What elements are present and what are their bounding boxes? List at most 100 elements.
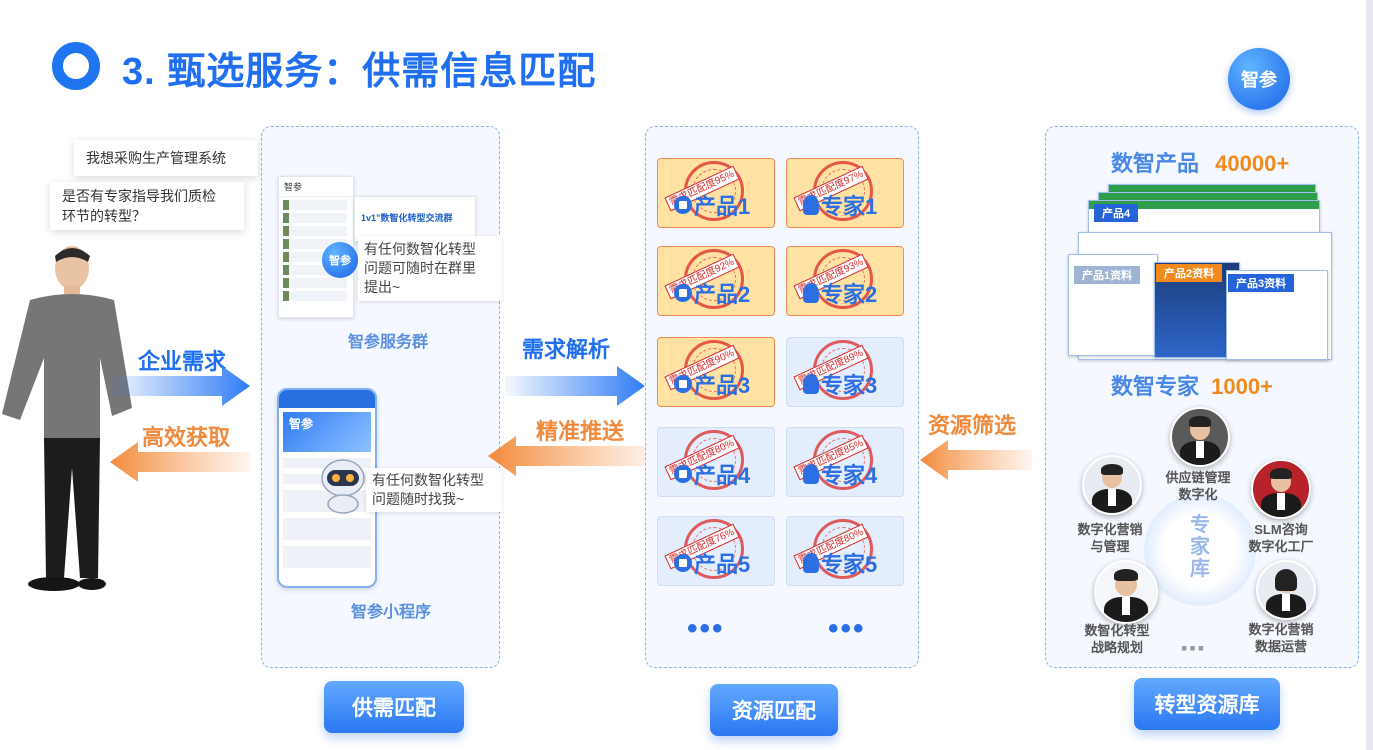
product-card-label: 产品4 bbox=[674, 458, 750, 490]
product-card-label: 产品2 bbox=[674, 277, 750, 309]
title-ring-icon bbox=[52, 42, 100, 90]
doc-tag: 产品4 bbox=[1094, 204, 1139, 222]
transformation-library-button[interactable]: 转型资源库 bbox=[1134, 678, 1280, 730]
expert-label-line: 数字化营销 bbox=[1248, 622, 1314, 637]
arrow-label-parse: 需求解析 bbox=[522, 337, 611, 362]
supply-demand-match-button[interactable]: 供需匹配 bbox=[324, 681, 464, 733]
expert-card-label: 专家4 bbox=[803, 458, 877, 490]
expert-label-line: 数据运营 bbox=[1254, 639, 1307, 654]
bubble-line: 环节的转型？ bbox=[62, 208, 146, 224]
bubble-line: 有任何数智化转型 bbox=[364, 241, 476, 257]
expert-card-title: 专家2 bbox=[821, 282, 878, 307]
expert-avatar bbox=[1082, 455, 1142, 515]
doc-tag: 产品2资料 bbox=[1156, 264, 1223, 282]
person-hair bbox=[55, 248, 90, 262]
products-more-dots: ••• bbox=[687, 612, 725, 645]
group-bubble: 有任何数智化转型 问题可随时在群里 提出~ bbox=[358, 236, 502, 301]
chat-row bbox=[283, 213, 347, 223]
expert-avatar bbox=[1094, 560, 1158, 624]
chat-banner-text: 1v1”数智化转型交流群 bbox=[361, 213, 453, 223]
expert-label: 数字化营销数据运营 bbox=[1231, 621, 1331, 655]
product-card-title: 产品5 bbox=[694, 552, 751, 577]
expert-pool-circle bbox=[1144, 494, 1256, 606]
service-group-label: 智参服务群 bbox=[348, 334, 429, 351]
expert-label: 数智化转型战略规划 bbox=[1067, 622, 1167, 656]
bubble-line: 有任何数智化转型 bbox=[372, 472, 484, 488]
experts-more-dots: ▪▪▪ bbox=[1181, 638, 1207, 658]
expert-label: 供应链管理数字化 bbox=[1148, 469, 1248, 503]
bubble-line: 问题可随时在群里 bbox=[364, 260, 476, 276]
resource-match-button[interactable]: 资源匹配 bbox=[710, 684, 838, 736]
product-match-card[interactable]: 需求匹配度90%产品3 bbox=[657, 337, 775, 407]
expert-person-icon bbox=[803, 195, 819, 215]
chat-row bbox=[283, 291, 347, 301]
product-match-card[interactable]: 需求匹配度76%产品5 bbox=[657, 516, 775, 586]
expert-person-icon bbox=[803, 283, 819, 303]
product-icon bbox=[674, 554, 692, 572]
expert-avatar bbox=[1251, 459, 1311, 519]
phone-status-bar bbox=[279, 390, 375, 408]
expert-match-card[interactable]: 需求匹配度97%专家1 bbox=[786, 158, 904, 228]
chat-row bbox=[283, 200, 347, 210]
bubble-line: 提出~ bbox=[364, 279, 401, 295]
chat-group-screenshot: 智参 bbox=[278, 176, 354, 318]
product-icon bbox=[674, 465, 692, 483]
arrow-label-push: 精准推送 bbox=[536, 419, 625, 444]
product-card-label: 产品1 bbox=[674, 189, 750, 221]
product-docs-stack: 产品4 产品1资料 产品2资料 产品3资料 bbox=[1068, 184, 1336, 360]
phone-banner: 智参 bbox=[283, 412, 371, 452]
expert-match-card[interactable]: 需求匹配度89%专家3 bbox=[786, 337, 904, 407]
right-edge-divider bbox=[1366, 0, 1373, 750]
product-match-card[interactable]: 需求匹配度95%产品1 bbox=[657, 158, 775, 228]
arrow-right-demand bbox=[110, 366, 250, 406]
speech-bubble-purchase: 我想采购生产管理系统 bbox=[74, 140, 258, 176]
expert-card-title: 专家5 bbox=[821, 552, 878, 577]
phone-row bbox=[283, 546, 371, 568]
arrow-label-obtain: 高效获取 bbox=[142, 425, 231, 450]
chat-header: 智参 bbox=[279, 177, 353, 197]
product-icon bbox=[674, 284, 692, 302]
expert-label-line: 数字化工厂 bbox=[1248, 539, 1314, 554]
expert-label: SLM咨询数字化工厂 bbox=[1231, 521, 1331, 555]
phone-row bbox=[283, 458, 371, 468]
product-icon bbox=[674, 375, 692, 393]
brand-logo: 智参 bbox=[1228, 48, 1290, 110]
expert-label-line: 与管理 bbox=[1090, 539, 1130, 554]
expert-label-line: 数智化转型 bbox=[1084, 623, 1150, 638]
bubble-line: 问题随时找我~ bbox=[372, 491, 465, 507]
product-card-title: 产品4 bbox=[694, 463, 751, 488]
phone-row bbox=[283, 518, 371, 540]
product-card-title: 产品3 bbox=[694, 373, 751, 398]
expert-card-title: 专家1 bbox=[821, 194, 878, 219]
arrow-left-push bbox=[488, 436, 658, 476]
expert-label-line: 数字化营销 bbox=[1077, 522, 1143, 537]
chat-row bbox=[283, 226, 347, 236]
expert-match-card[interactable]: 需求匹配度93%专家2 bbox=[786, 246, 904, 316]
product-card-label: 产品3 bbox=[674, 368, 750, 400]
product-card-label: 产品5 bbox=[674, 547, 750, 579]
products-heading: 数智产品 40000+ bbox=[1111, 146, 1289, 178]
arrow-label-filter: 资源筛选 bbox=[928, 413, 1017, 438]
product-match-card[interactable]: 需求匹配度92%产品2 bbox=[657, 246, 775, 316]
product-card-title: 产品2 bbox=[694, 282, 751, 307]
product-match-card[interactable]: 需求匹配度80%产品4 bbox=[657, 427, 775, 497]
expert-person-icon bbox=[803, 553, 819, 573]
doc-tag: 产品3资料 bbox=[1228, 274, 1295, 292]
speech-bubble-expert: 是否有专家指导我们质检 环节的转型？ bbox=[50, 182, 244, 230]
person-shoe-right bbox=[78, 578, 106, 590]
product-icon bbox=[674, 196, 692, 214]
expert-label-line: 战略规划 bbox=[1090, 640, 1143, 655]
arrow-left-filter bbox=[920, 440, 1032, 480]
experts-count: 1000+ bbox=[1211, 374, 1273, 399]
expert-person-icon bbox=[803, 464, 819, 484]
expert-match-card[interactable]: 需求匹配度80%专家5 bbox=[786, 516, 904, 586]
expert-label-line: 数字化 bbox=[1178, 487, 1218, 502]
products-count: 40000+ bbox=[1215, 151, 1290, 176]
chat-row bbox=[283, 265, 347, 275]
bubble-line: 是否有专家指导我们质检 bbox=[62, 188, 216, 204]
businessman-figure bbox=[2, 246, 132, 591]
expert-match-card[interactable]: 需求匹配度85%专家4 bbox=[786, 427, 904, 497]
products-title: 数智产品 bbox=[1111, 151, 1200, 176]
person-sweater bbox=[2, 294, 132, 438]
expert-card-title: 专家3 bbox=[821, 373, 878, 398]
